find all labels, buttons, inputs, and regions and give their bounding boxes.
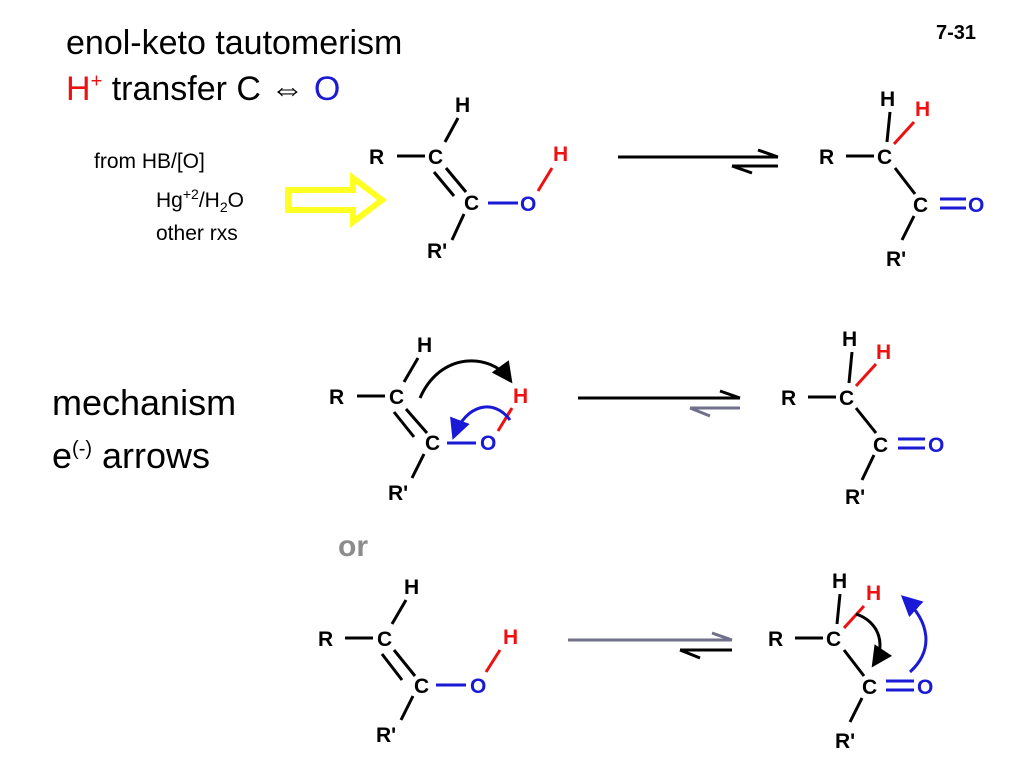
enol-structure-row2 bbox=[357, 357, 514, 479]
enol-structure-row1 bbox=[397, 117, 554, 241]
subtitle-text: transfer C bbox=[102, 70, 271, 108]
h-subscript: 2 bbox=[219, 199, 228, 216]
o-text: O bbox=[227, 189, 244, 212]
arrows-text: arrows bbox=[92, 435, 211, 476]
c-atom: C bbox=[428, 146, 443, 169]
r-prime-atom: R' bbox=[427, 240, 447, 263]
double-arrow-symbol: ⇔ bbox=[270, 70, 305, 108]
curved-arrow-blue-icon bbox=[900, 595, 928, 674]
c-atom: C bbox=[913, 194, 928, 217]
proton-charge: + bbox=[90, 70, 103, 93]
o-atom: O bbox=[480, 432, 496, 455]
r-atom: R bbox=[329, 386, 344, 409]
r-atom: R bbox=[318, 628, 333, 651]
conditions-line-1: from HB/[O] bbox=[94, 150, 205, 173]
slide-title: enol-keto tautomerism bbox=[66, 24, 403, 62]
mechanism-label: mechanism e(-) arrows bbox=[52, 380, 236, 479]
h-atom-red: H bbox=[513, 385, 528, 408]
equilibrium-arrows-row3 bbox=[568, 631, 733, 660]
c-atom: C bbox=[425, 432, 440, 455]
o-atom: O bbox=[520, 193, 536, 216]
c-atom: C bbox=[877, 146, 892, 169]
hg-charge: +2 bbox=[182, 186, 199, 202]
hg-text: Hg bbox=[156, 189, 183, 212]
ketone-structure-row3 bbox=[795, 593, 914, 723]
c-atom: C bbox=[839, 387, 854, 410]
or-label: or bbox=[338, 530, 368, 563]
electron-charge: (-) bbox=[72, 438, 93, 460]
r-atom: R bbox=[781, 387, 796, 410]
ketone-structure-row2 bbox=[808, 351, 925, 481]
c-atom: C bbox=[826, 628, 841, 651]
h-atom-red: H bbox=[553, 143, 568, 166]
r-prime-atom: R' bbox=[376, 724, 396, 747]
h-atom: H bbox=[404, 576, 419, 599]
h-atom-red: H bbox=[866, 582, 881, 605]
r-atom: R bbox=[369, 146, 384, 169]
c-atom: C bbox=[377, 628, 392, 651]
h-text: /H bbox=[198, 189, 220, 212]
c-atom: C bbox=[464, 192, 479, 215]
page-number: 7-31 bbox=[935, 22, 976, 44]
c-atom: C bbox=[389, 386, 404, 409]
curved-arrow-icon bbox=[855, 612, 893, 668]
h-atom: H bbox=[455, 94, 470, 117]
electron-symbol: e bbox=[52, 435, 73, 476]
o-atom: O bbox=[968, 194, 984, 217]
r-prime-atom: R' bbox=[388, 482, 408, 505]
r-prime-atom: R' bbox=[835, 730, 855, 753]
r-atom: R bbox=[768, 628, 783, 651]
h-atom: H bbox=[417, 334, 432, 357]
o-atom: O bbox=[928, 434, 944, 457]
h-atom-red: H bbox=[503, 626, 518, 649]
o-atom: O bbox=[917, 676, 933, 699]
o-atom: O bbox=[470, 675, 486, 698]
h-atom: H bbox=[832, 570, 847, 593]
enol-structure-row3 bbox=[345, 599, 502, 721]
proton-symbol: H bbox=[66, 70, 91, 108]
conditions-line-3: other rxs bbox=[156, 222, 238, 245]
c-atom: C bbox=[873, 434, 888, 457]
conditions-line-2: Hg+2/H2O bbox=[156, 180, 244, 221]
mechanism-line-2: e(-) arrows bbox=[52, 426, 236, 479]
equilibrium-arrows-row2 bbox=[578, 389, 741, 418]
r-prime-atom: R' bbox=[886, 248, 906, 271]
h-atom-red: H bbox=[915, 98, 930, 121]
oxygen-symbol: O bbox=[304, 70, 341, 108]
c-atom: C bbox=[414, 675, 429, 698]
equilibrium-arrows-row1 bbox=[618, 148, 779, 175]
yellow-arrow-icon bbox=[285, 171, 387, 229]
curved-arrow-icon bbox=[418, 359, 513, 399]
h-atom-red: H bbox=[876, 341, 891, 364]
ketone-structure-row1 bbox=[846, 111, 966, 241]
mechanism-line-1: mechanism bbox=[52, 382, 237, 423]
r-prime-atom: R' bbox=[845, 486, 865, 509]
slide-subtitle: H+ transfer C ⇔ O bbox=[66, 70, 340, 109]
h-atom: H bbox=[842, 328, 857, 351]
r-atom: R bbox=[819, 146, 834, 169]
c-atom: C bbox=[862, 676, 877, 699]
h-atom: H bbox=[880, 88, 895, 111]
curved-arrow-blue-icon bbox=[450, 405, 512, 440]
